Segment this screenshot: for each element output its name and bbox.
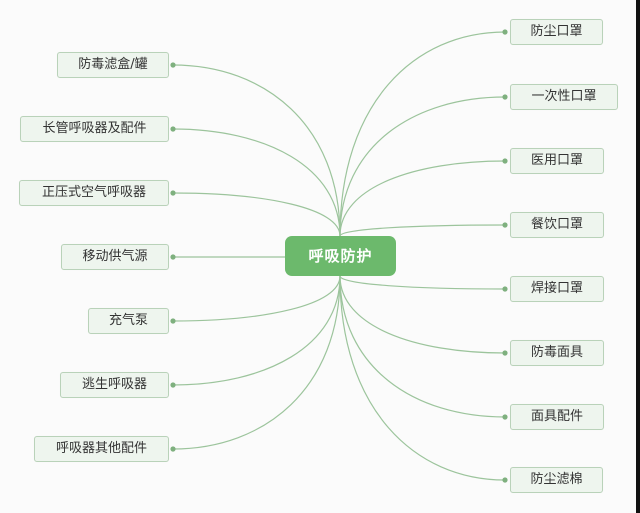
- connector-dot-icon[interactable]: [170, 62, 176, 68]
- connector-line: [339, 224, 506, 237]
- branch-node-right-1[interactable]: 防尘口罩: [510, 19, 603, 45]
- branch-node-left-6[interactable]: 逃生呼吸器: [60, 372, 169, 398]
- branch-node-right-5[interactable]: 焊接口罩: [510, 276, 604, 302]
- connector-line: [172, 275, 341, 450]
- connector-dot-icon[interactable]: [170, 190, 176, 196]
- branch-node-label: 逃生呼吸器: [81, 377, 147, 392]
- connector-line: [339, 275, 506, 481]
- branch-node-label: 一次性口罩: [531, 89, 597, 104]
- branch-node-label: 移动供气源: [82, 249, 148, 264]
- branch-node-left-2[interactable]: 长管呼吸器及配件: [20, 116, 169, 142]
- branch-node-right-8[interactable]: 防尘滤棉: [510, 467, 603, 493]
- central-topic-label: 呼吸防护: [308, 247, 373, 265]
- branch-node-right-2[interactable]: 一次性口罩: [510, 84, 618, 110]
- connector-line: [339, 31, 506, 237]
- branch-node-label: 防毒滤盒/罐: [78, 57, 148, 72]
- connector-line: [172, 64, 341, 237]
- connector-dot-icon[interactable]: [502, 29, 508, 35]
- connector-line: [172, 275, 341, 322]
- branch-node-label: 面具配件: [530, 409, 583, 424]
- connector-line: [172, 192, 341, 237]
- branch-node-right-3[interactable]: 医用口罩: [510, 148, 604, 174]
- branch-node-label: 防毒面具: [530, 345, 583, 360]
- connector-dot-icon[interactable]: [502, 414, 508, 420]
- connector-dot-icon[interactable]: [170, 382, 176, 388]
- connector-line: [339, 96, 506, 237]
- connector-dot-icon[interactable]: [502, 94, 508, 100]
- connector-dot-icon[interactable]: [170, 318, 176, 324]
- connector-line: [172, 128, 341, 237]
- branch-node-left-4[interactable]: 移动供气源: [61, 244, 169, 270]
- connector-dot-icon[interactable]: [502, 350, 508, 356]
- branch-node-right-6[interactable]: 防毒面具: [510, 340, 604, 366]
- connector-dot-icon[interactable]: [502, 158, 508, 164]
- branch-node-left-3[interactable]: 正压式空气呼吸器: [19, 180, 169, 206]
- branch-node-label: 正压式空气呼吸器: [41, 185, 146, 200]
- branch-node-right-7[interactable]: 面具配件: [510, 404, 604, 430]
- branch-node-label: 医用口罩: [530, 153, 583, 168]
- connector-line: [339, 160, 506, 237]
- connector-line: [339, 275, 506, 354]
- connector-dot-icon[interactable]: [502, 222, 508, 228]
- connector-dot-icon[interactable]: [170, 126, 176, 132]
- connector-line: [172, 275, 341, 386]
- branch-node-label: 防尘滤棉: [530, 472, 583, 487]
- connector-dot-icon[interactable]: [502, 286, 508, 292]
- branch-node-label: 长管呼吸器及配件: [42, 121, 147, 136]
- connector-line: [339, 275, 506, 418]
- connector-dot-icon[interactable]: [170, 254, 176, 260]
- branch-node-left-5[interactable]: 充气泵: [88, 308, 169, 334]
- branch-node-label: 充气泵: [108, 313, 148, 328]
- branch-node-left-1[interactable]: 防毒滤盒/罐: [57, 52, 169, 78]
- branch-node-right-4[interactable]: 餐饮口罩: [510, 212, 604, 238]
- window-edge: [636, 0, 640, 513]
- branch-node-label: 餐饮口罩: [530, 217, 583, 232]
- central-topic-node[interactable]: 呼吸防护: [285, 236, 396, 276]
- branch-node-label: 防尘口罩: [530, 24, 583, 39]
- connector-dot-icon[interactable]: [170, 446, 176, 452]
- branch-node-left-7[interactable]: 呼吸器其他配件: [34, 436, 169, 462]
- branch-node-label: 呼吸器其他配件: [55, 441, 147, 456]
- connector-line: [339, 275, 506, 290]
- connector-dot-icon[interactable]: [502, 477, 508, 483]
- branch-node-label: 焊接口罩: [530, 281, 583, 296]
